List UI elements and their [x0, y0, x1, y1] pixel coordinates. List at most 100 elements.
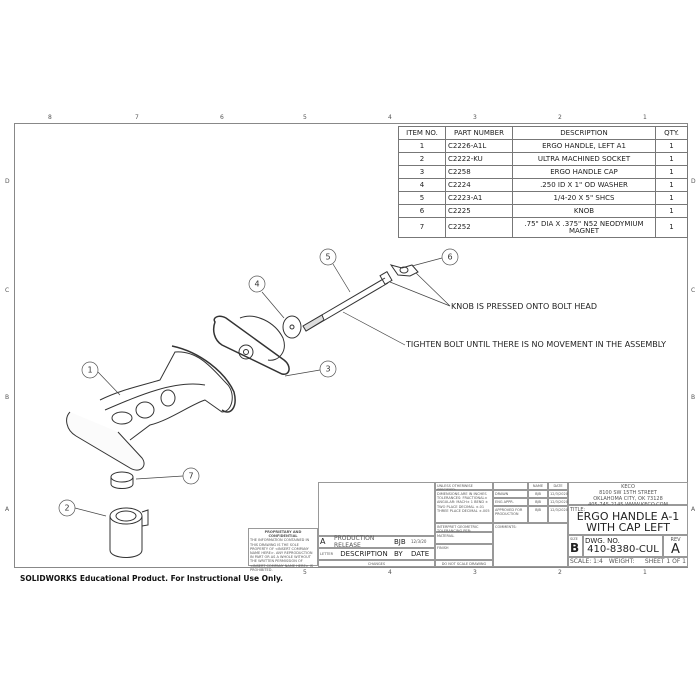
zone-top-4: 4 — [388, 114, 392, 121]
note-tighten-bolt: TIGHTEN BOLT UNTIL THERE IS NO MOVEMENT … — [406, 340, 667, 349]
washer-part — [282, 315, 302, 339]
note-knob-pressed: KNOB IS PRESSED ONTO BOLT HEAD — [451, 302, 598, 311]
bom-desc: .75" DIA X .375" N52 NEODYMIUM MAGNET — [512, 217, 656, 238]
magnet-part — [110, 471, 134, 489]
interpret-geometric: INTERPRET GEOMETRIC TOLERANCING PER: — [435, 523, 493, 533]
balloon-5 — [319, 248, 337, 266]
zone-top-8: 8 — [48, 114, 52, 121]
zone-top-3: 3 — [473, 114, 477, 121]
revision-by: BJB — [394, 537, 406, 546]
zone-left-a: A — [5, 506, 10, 513]
tolerances: DIMENSIONS ARE IN INCHES TOLERANCES: FRA… — [435, 490, 493, 523]
zone-top-6: 6 — [220, 114, 224, 121]
drawing-title: ERGO HANDLE A-1 WITH CAP LEFT — [576, 510, 680, 534]
sheet: SHEET 1 OF 1 — [644, 558, 686, 566]
eng-appr-name: BJB — [528, 498, 548, 506]
balloon-label: 7 — [188, 472, 193, 481]
revision-letter: A — [320, 537, 326, 547]
eng-appr-label: ENG APPR. — [493, 498, 528, 506]
approved-name: BJB — [528, 506, 548, 523]
revision-date: 12/3/20 — [411, 538, 427, 544]
rev-value: A — [671, 542, 680, 557]
revision-description: PRODUCTION RELEASE — [334, 534, 375, 549]
balloon-label: 4 — [254, 280, 259, 289]
proprietary-title: PROPRIETARY AND CONFIDENTIAL — [264, 530, 302, 539]
ergo-handle-cap-part — [212, 315, 290, 375]
zone-top-1: 1 — [643, 114, 647, 121]
balloon-label: 6 — [447, 253, 452, 262]
zone-bottom-2: 2 — [558, 569, 562, 576]
rev-cell: REV A — [663, 535, 688, 557]
leader-lines — [74, 257, 451, 517]
rev-header-letter: LETTER — [320, 551, 334, 556]
comments: COMMENTS: — [493, 523, 568, 567]
balloon-6 — [441, 248, 459, 266]
dwg-no-cell: DWG. NO. 410-8380-CUL — [583, 535, 663, 557]
zone-bottom-5: 5 — [303, 569, 307, 576]
balloon-label: 3 — [325, 365, 330, 374]
balloon-4 — [248, 275, 266, 293]
eng-appr-date: 12/3/2020 — [548, 498, 568, 506]
balloon-label: 5 — [325, 253, 330, 262]
zone-left-c: C — [5, 287, 10, 294]
approved-date: 12/3/2020 — [548, 506, 568, 523]
title-label: TITLE: — [570, 507, 586, 513]
scale-row: SCALE: 1:4 WEIGHT: SHEET 1 OF 1 — [568, 557, 688, 567]
zone-right-a: A — [691, 506, 696, 513]
do-not-scale: DO NOT SCALE DRAWING — [435, 560, 493, 567]
dwg-no-value: 410-8380-CUL — [587, 544, 659, 556]
size-label: SIZE — [570, 537, 578, 541]
drawn-label: DRAWN — [493, 490, 528, 498]
date-header: DATE — [548, 482, 568, 490]
company-address-2: OKLAHOMA CITY, OK 73128 — [593, 496, 663, 502]
weight: WEIGHT: — [608, 558, 635, 566]
balloon-1 — [81, 361, 99, 379]
drawing-border — [14, 123, 688, 568]
balloon-2 — [58, 499, 76, 517]
revision-header-row: LETTER DESCRIPTION BY DATE — [318, 548, 435, 560]
drawn-name: BJB — [528, 490, 548, 498]
zone-bottom-3: 3 — [473, 569, 477, 576]
material: MATERIAL — [435, 532, 493, 544]
socket-part — [109, 507, 149, 558]
approved-label: APPROVED FOR PRODUCTION — [493, 506, 528, 523]
bom-qty: 1 — [655, 217, 688, 238]
balloon-7 — [182, 467, 200, 485]
bolt-part — [302, 270, 393, 332]
proprietary-notice: PROPRIETARY AND CONFIDENTIAL THE INFORMA… — [248, 528, 318, 572]
title-cell: TITLE: ERGO HANDLE A-1 WITH CAP LEFT — [568, 505, 688, 535]
zone-top-2: 2 — [558, 114, 562, 121]
revision-row: A PRODUCTION RELEASE BJB 12/3/20 — [318, 534, 435, 549]
drawn-date: 12/3/2020 — [548, 490, 568, 498]
approval-header-blank — [493, 482, 528, 490]
proprietary-text: THE INFORMATION CONTAINED IN THIS DRAWIN… — [250, 538, 313, 572]
rev-header-changes: CHANGES — [318, 560, 435, 567]
zone-top-7: 7 — [135, 114, 139, 121]
zone-bottom-4: 4 — [388, 569, 392, 576]
finish: FINISH — [435, 544, 493, 560]
zone-right-b: B — [691, 394, 696, 401]
company-block: KECO 8100 SW 15TH STREET OKLAHOMA CITY, … — [568, 482, 688, 508]
ergo-handle-part — [66, 345, 236, 471]
zone-right-d: D — [691, 178, 696, 185]
zone-top-5: 5 — [303, 114, 307, 121]
company-name: KECO — [621, 484, 635, 490]
zone-left-d: D — [5, 178, 10, 185]
balloon-3 — [319, 360, 337, 378]
solidworks-educational-notice: SOLIDWORKS Educational Product. For Inst… — [20, 574, 284, 583]
rev-header-description: DESCRIPTION — [340, 549, 388, 558]
bom-part: C2252 — [445, 217, 513, 238]
knob-part — [389, 264, 419, 277]
zone-left-b: B — [5, 394, 10, 401]
company-address-1: 8100 SW 15TH STREET — [599, 490, 657, 496]
scale: SCALE: 1:4 — [570, 558, 603, 566]
